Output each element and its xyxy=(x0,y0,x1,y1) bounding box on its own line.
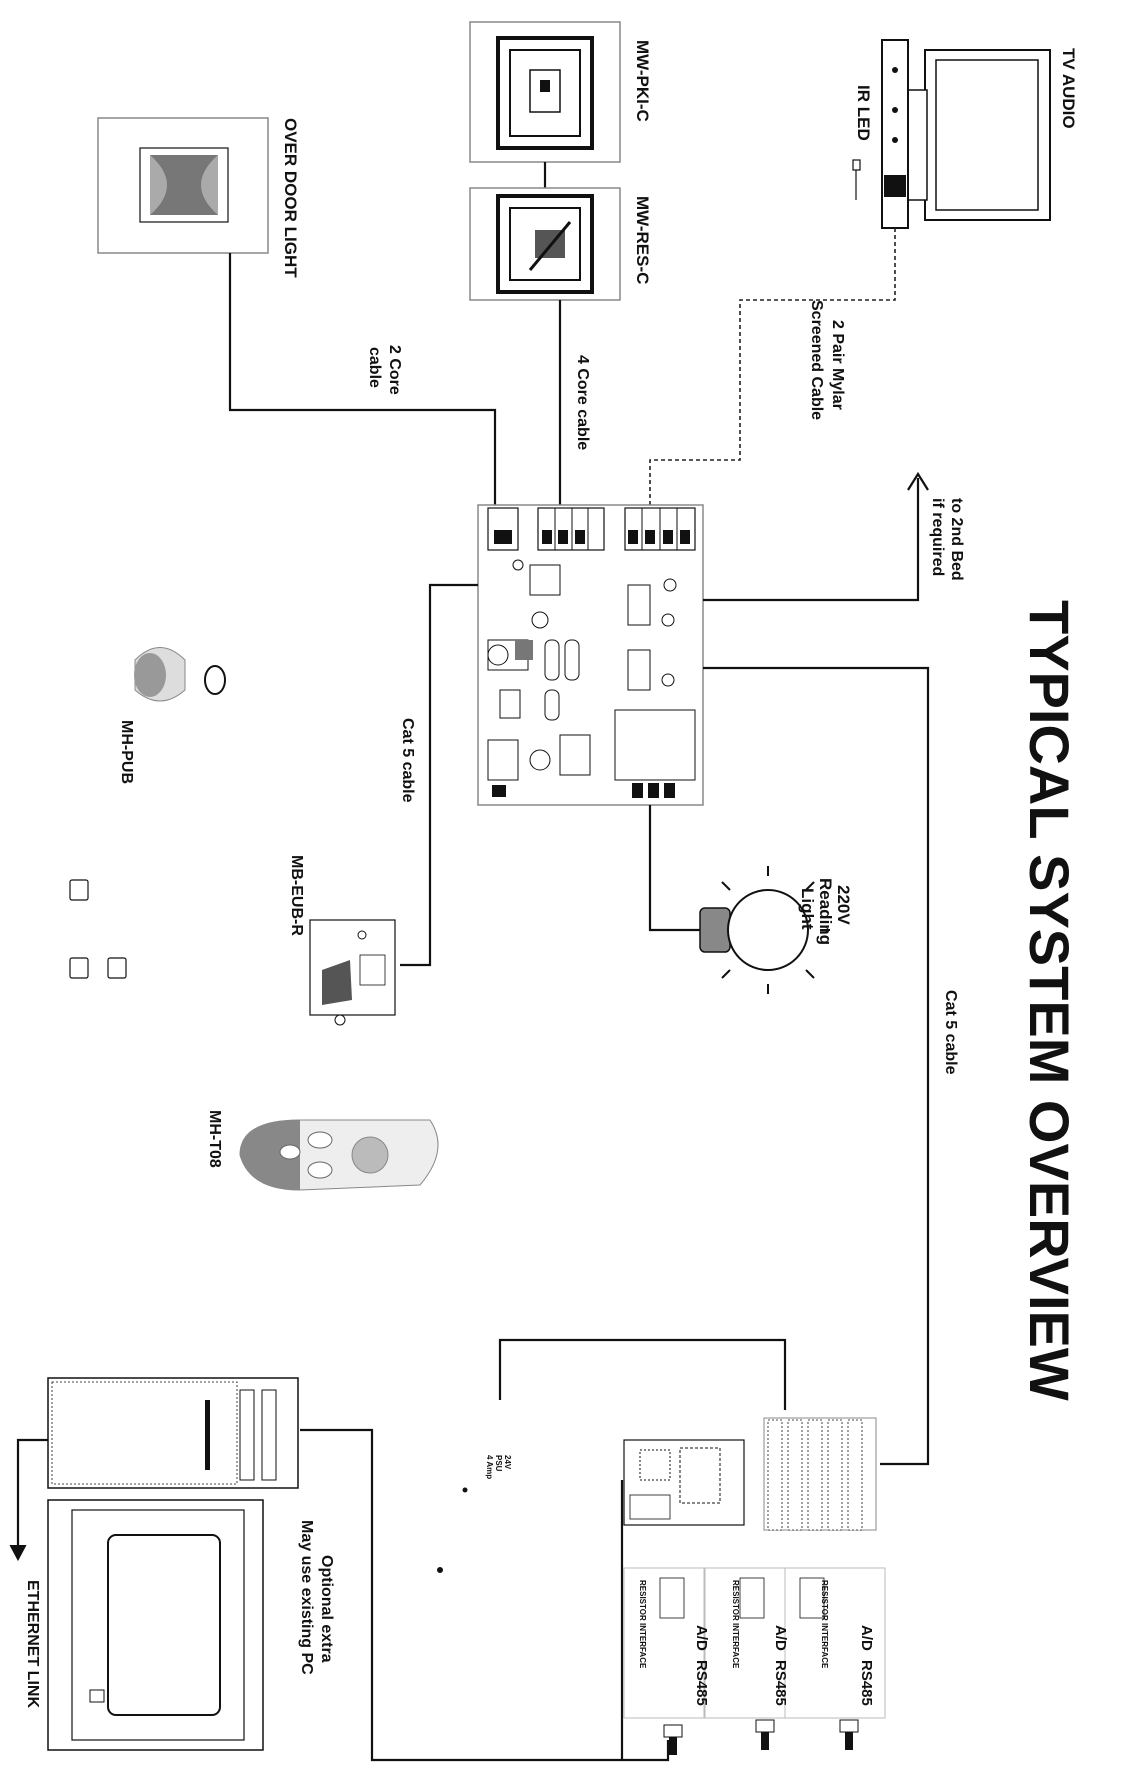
rs485-label-1: RS485 xyxy=(858,1660,875,1706)
diagram-title: TYPICAL SYSTEM OVERVIEW xyxy=(1018,600,1081,1401)
mh-pub-pushbutton xyxy=(134,648,225,702)
interface-module-1: A/D RS485 RESISTOR INTERFACE xyxy=(785,1568,885,1718)
pc-tower xyxy=(48,1378,298,1488)
set-top-box xyxy=(882,40,908,228)
switch-plate xyxy=(70,880,126,978)
two-pair-label-line1: 2 Pair Mylar xyxy=(829,320,846,410)
controller-card xyxy=(624,1440,744,1525)
ad-label-2: A/D xyxy=(772,1625,789,1651)
mb-eub-r-label: MB-EUB-R xyxy=(288,855,305,936)
four-core-label: 4 Core cable xyxy=(574,355,591,450)
ethernet-cable xyxy=(18,1440,48,1555)
rs485-label-3: RS485 xyxy=(693,1660,710,1706)
interface-module-3: A/D RS485 RESISTOR INTERFACE xyxy=(624,1568,710,1718)
two-pair-label-line2: Screened Cable xyxy=(808,300,825,420)
two-core-cable xyxy=(230,253,495,505)
tv-monitor xyxy=(905,50,1050,220)
reading-light-label-line2: Reading xyxy=(816,878,835,945)
mw-res-c-keypad xyxy=(470,188,620,300)
cat5-left-label: Cat 5 cable xyxy=(399,718,416,803)
psu-block: 24V PSU 4 Amp xyxy=(437,1455,512,1573)
cat5-cable-right xyxy=(703,668,928,1464)
reading-light-label-line3: Light xyxy=(798,888,817,930)
main-control-board xyxy=(478,505,703,805)
mh-t08-label: MH-T08 xyxy=(206,1110,223,1168)
two-core-label-line2: cable xyxy=(366,347,383,388)
arrow-down-icon xyxy=(10,1545,26,1560)
second-bed-cable xyxy=(703,478,918,600)
mw-pki-c-label: MW-PKI-C xyxy=(633,40,652,122)
psu-label-line1: 24V xyxy=(503,1455,512,1470)
ir-led-icon xyxy=(853,160,860,200)
mh-pub-label: MH-PUB xyxy=(118,720,135,784)
interface-module-rack xyxy=(764,1418,876,1530)
psu-label-line2: PSU xyxy=(494,1455,503,1472)
tv-audio-label: TV AUDIO xyxy=(1059,48,1078,129)
ir-led-label: IR LED xyxy=(854,85,873,141)
cat5-right-label: Cat 5 cable xyxy=(942,990,959,1075)
bnc-connector-icon xyxy=(664,1720,858,1755)
rs485-label-2: RS485 xyxy=(772,1660,789,1706)
mw-pki-c-keypad xyxy=(470,22,620,162)
psu-label-line3: 4 Amp xyxy=(485,1455,494,1479)
reading-light-cable xyxy=(650,805,700,930)
interface-module-2: A/D RS485 RESISTOR INTERFACE xyxy=(705,1568,789,1718)
ad-label-3: A/D xyxy=(693,1625,710,1651)
mh-t08-handset xyxy=(240,1120,438,1190)
two-pair-mylar-cable xyxy=(650,228,895,505)
second-bed-label-line2: if required xyxy=(929,498,946,576)
second-bed-label-line1: to 2nd Bed xyxy=(948,498,965,581)
ethernet-label: ETHERNET LINK xyxy=(24,1580,41,1708)
pc-link-cable xyxy=(300,1430,668,1760)
light-bulb-icon xyxy=(700,866,830,994)
two-core-label-line1: 2 Core xyxy=(386,345,403,395)
resistor-label-1: RESISTOR INTERFACE xyxy=(820,1580,829,1669)
over-door-light-label: OVER DOOR LIGHT xyxy=(281,118,300,278)
pc-label-line1: Optional extra xyxy=(318,1555,335,1663)
mw-res-c-label: MW-RES-C xyxy=(633,196,652,284)
ad-label-1: A/D xyxy=(858,1625,875,1651)
psu-feed-cable xyxy=(500,1340,785,1410)
pc-label-line2: May use existing PC xyxy=(298,1520,315,1675)
pc-monitor xyxy=(48,1500,263,1750)
over-door-light xyxy=(98,118,268,253)
resistor-label-3: RESISTOR INTERFACE xyxy=(638,1580,647,1669)
mb-eub-r-board xyxy=(310,920,395,1025)
reading-light-label-line1: 220V xyxy=(834,885,853,925)
resistor-label-2: RESISTOR INTERFACE xyxy=(731,1580,740,1669)
